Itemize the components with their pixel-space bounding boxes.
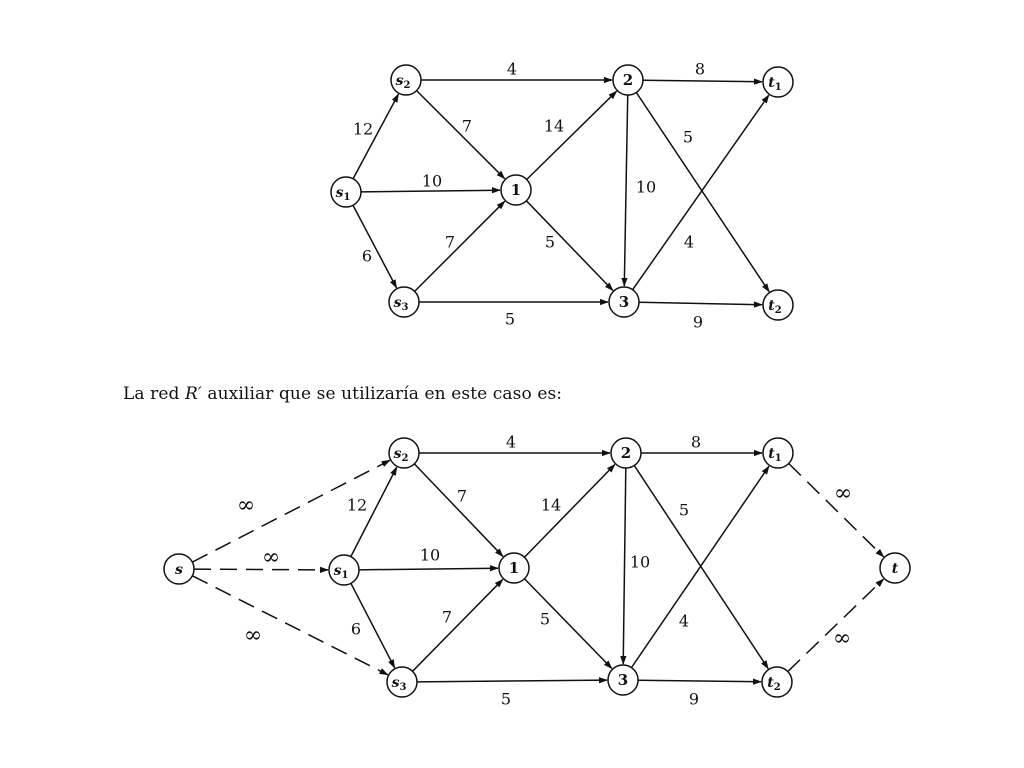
rp-edge-n2-n3: [620, 467, 627, 665]
rp-node-label-n1: 1: [509, 559, 519, 577]
r-edge-label-n3-t2: 9: [693, 313, 703, 332]
r-edge-label-s3-n1: 7: [445, 233, 455, 252]
rp-edge-n3-t2: [637, 678, 762, 685]
r-node-n1: [500, 174, 532, 206]
rp-edge-label-t2-t: ∞: [833, 626, 851, 651]
r-edge-n3-t2: [638, 301, 763, 308]
r-edge-n1-n2: [526, 90, 618, 181]
r-node-s3: [388, 286, 420, 318]
rp-node-s2: [388, 437, 420, 469]
r-edge-s1-s3: [352, 204, 398, 289]
rp-edge-t1-t: [788, 462, 885, 558]
rp-edge-n2-t2: [633, 465, 769, 670]
r-edge-label-n3-t1: 4: [684, 233, 694, 252]
r-edge-label-n2-n3: 10: [636, 178, 656, 197]
rp-edge-s1-s2: [350, 466, 398, 557]
rp-node-t2: [761, 666, 793, 698]
rp-edge-s3-n1: [411, 578, 504, 672]
rp-edge-label-n2-n3: 10: [630, 553, 650, 572]
r-edge-label-s3-n3: 5: [505, 310, 515, 329]
rp-edge-s1-n1: [358, 565, 499, 572]
caption-variable: R′: [185, 384, 202, 404]
rp-node-s3: [386, 666, 418, 698]
rp-edge-t2-t: [787, 578, 885, 673]
r-edge-label-n2-t2: 5: [683, 128, 693, 147]
rp-node-n2: [610, 437, 642, 469]
r-edge-label-s1-n1: 10: [422, 172, 442, 191]
r-node-t2: [762, 289, 794, 321]
r-edge-s1-n1: [360, 187, 501, 194]
rp-edge-s-s3: [192, 575, 389, 676]
rp-node-label-n2: 2: [621, 444, 631, 462]
rp-node-label-n3: 3: [618, 671, 628, 689]
r-edge-label-n1-n3: 5: [545, 233, 555, 252]
r-edge-label-s1-s2: 12: [353, 120, 373, 139]
rp-edge-label-s3-n1: 7: [442, 608, 452, 627]
rp-node-s: [163, 553, 195, 585]
r-edge-label-n1-n2: 14: [544, 117, 564, 136]
rp-edge-label-s3-n3: 5: [501, 690, 511, 709]
r-edge-label-s2-n1: 7: [462, 117, 472, 136]
r-node-t1: [762, 66, 794, 98]
caption-before: La red: [123, 384, 186, 404]
r-edge-label-s1-s3: 6: [362, 247, 372, 266]
rp-edge-n3-t1: [630, 465, 770, 669]
rp-edge-label-s2-n2: 4: [506, 433, 516, 452]
rp-edge-n1-n2: [523, 463, 616, 558]
rp-edge-label-t1-t: ∞: [834, 481, 852, 506]
rp-node-label-s: s: [175, 562, 183, 578]
rp-node-label-t: t: [892, 561, 899, 577]
rp-edge-label-s1-s2: 12: [347, 496, 367, 515]
rp-edge-n1-n3: [523, 578, 613, 670]
rp-edge-label-s-s3: ∞: [244, 623, 262, 648]
r-node-s1: [330, 176, 362, 208]
rp-edge-s1-s3: [350, 582, 396, 669]
r-node-s2: [390, 64, 422, 96]
caption-after: auxiliar que se utilizaría en este caso …: [201, 384, 563, 404]
r-node-label-n3: 3: [619, 293, 629, 311]
rp-node-t: [879, 552, 911, 584]
rp-node-t1: [762, 437, 794, 469]
r-edge-label-n2-t1: 8: [695, 60, 705, 79]
rp-edge-label-n3-t1: 4: [679, 612, 689, 631]
caption-text: La red R′ auxiliar que se utilizaría en …: [123, 384, 562, 404]
rp-edge-label-s1-n1: 10: [420, 546, 440, 565]
r-edge-n2-t2: [635, 92, 770, 293]
rp-edge-s-s2: [191, 459, 391, 563]
rp-edge-s3-n3: [416, 677, 608, 684]
r-edge-n3-t1: [631, 94, 770, 291]
rp-edge-label-n1-n3: 5: [540, 610, 550, 629]
rp-node-n1: [498, 552, 530, 584]
r-node-n3: [608, 286, 640, 318]
rp-edge-label-s1-s3: 6: [351, 620, 361, 639]
r-edge-label-s2-n2: 4: [507, 60, 517, 79]
rp-edge-label-n2-t2: 5: [679, 501, 689, 520]
r-edge-s1-s2: [352, 93, 400, 180]
rp-edge-label-s-s1: ∞: [262, 545, 280, 570]
rp-node-n3: [607, 664, 639, 696]
r-node-label-n1: 1: [511, 181, 521, 199]
rp-edge-s2-n1: [413, 463, 504, 558]
r-edge-s3-n1: [414, 200, 506, 292]
r-edge-n2-n3: [621, 94, 629, 287]
rp-edge-label-s2-n1: 7: [457, 487, 467, 506]
r-edge-n1-n3: [525, 200, 614, 292]
rp-edge-label-n3-t2: 9: [689, 690, 699, 709]
rp-edge-label-n1-n2: 14: [541, 496, 561, 515]
rp-edge-label-s-s2: ∞: [237, 493, 255, 518]
r-node-n2: [612, 64, 644, 96]
rp-edge-s-s1: [193, 566, 329, 574]
rp-edge-label-n2-t1: 8: [691, 433, 701, 452]
rp-node-s1: [328, 554, 360, 586]
r-edge-n2-t1: [642, 78, 763, 85]
r-node-label-n2: 2: [623, 71, 633, 89]
r-edge-s2-n1: [416, 90, 506, 180]
